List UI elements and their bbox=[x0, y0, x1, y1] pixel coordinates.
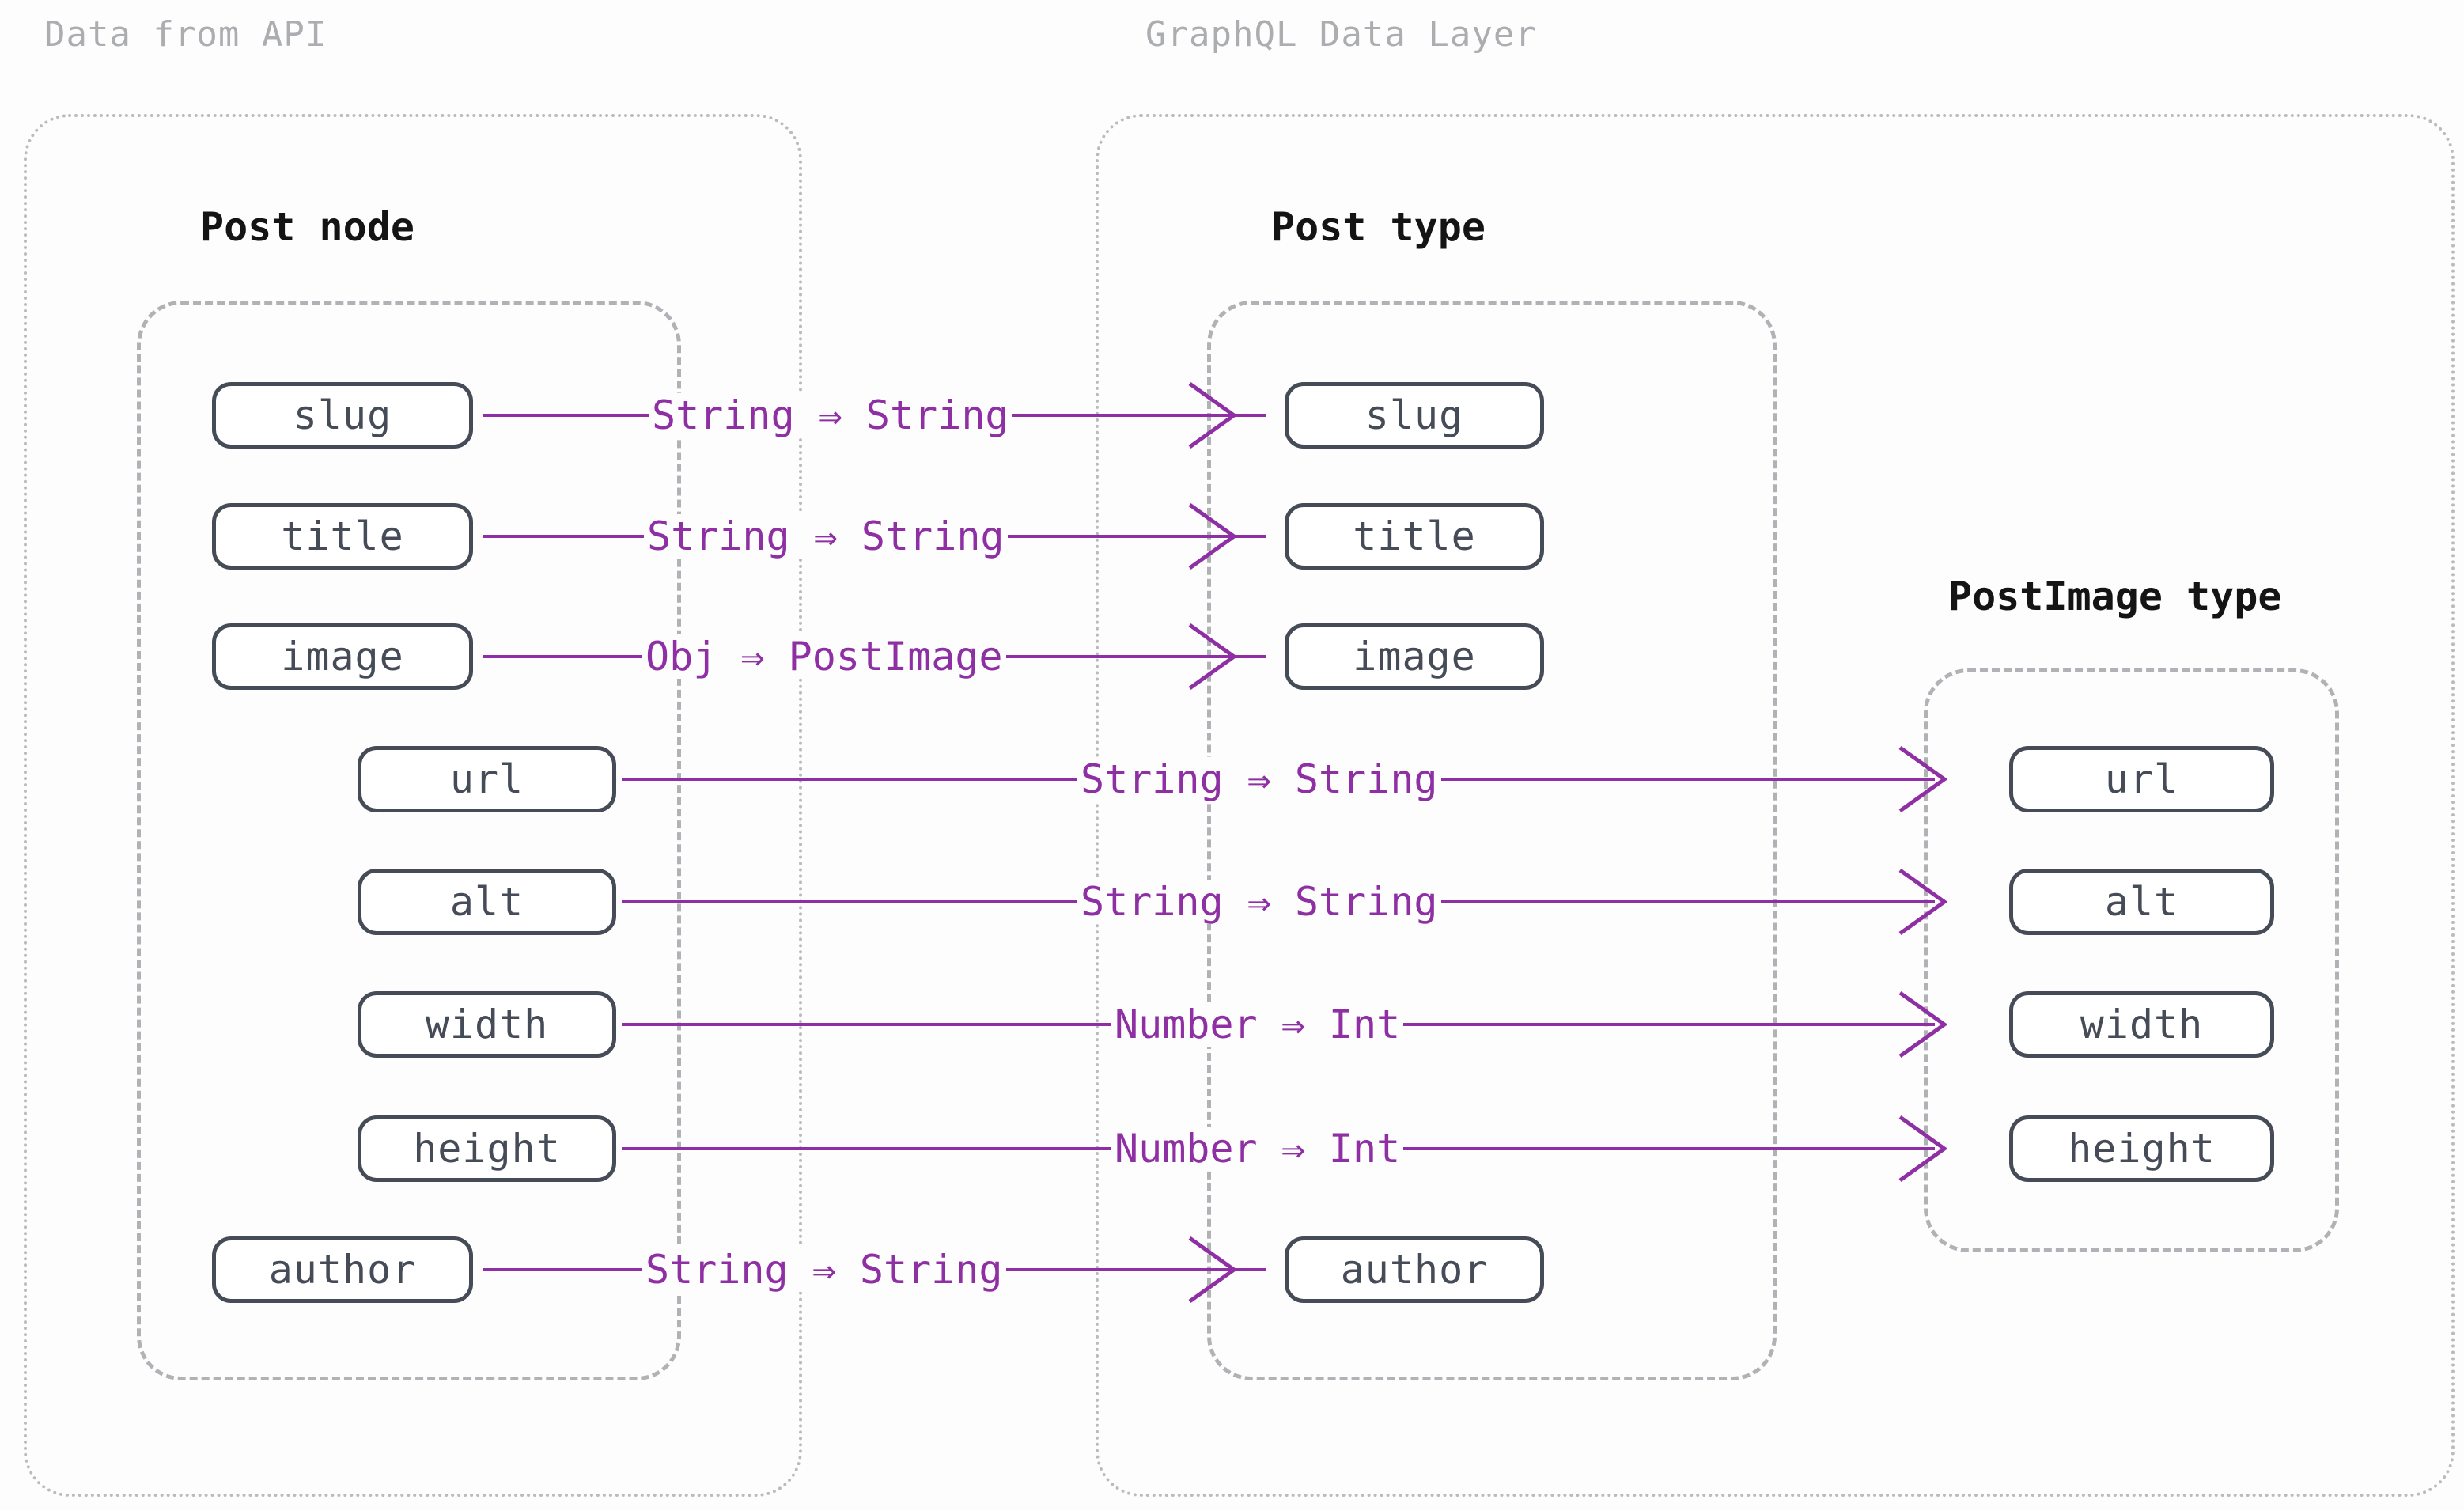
section-title-post-node: Post node bbox=[200, 204, 414, 250]
postimage-type-field-height-label: height bbox=[2068, 1126, 2216, 1172]
postimage-type-field-width[interactable]: width bbox=[2009, 991, 2274, 1058]
group-caption-data-from-api: Data from API bbox=[44, 14, 327, 55]
source-field-alt[interactable]: alt bbox=[358, 869, 616, 935]
edge-label-alt: String ⇒ String bbox=[1077, 880, 1441, 924]
postimage-type-field-width-label: width bbox=[2080, 1002, 2204, 1047]
inner-container-postimage-type bbox=[1924, 668, 2339, 1252]
post-type-field-title-label: title bbox=[1353, 513, 1476, 559]
outer-container-api bbox=[24, 114, 802, 1497]
inner-container-post-type bbox=[1207, 301, 1777, 1380]
source-field-title[interactable]: title bbox=[212, 503, 473, 570]
section-title-postimage-type: PostImage type bbox=[1948, 574, 2282, 619]
postimage-type-field-height[interactable]: height bbox=[2009, 1115, 2274, 1182]
source-field-slug-label: slug bbox=[293, 392, 392, 438]
postimage-type-field-alt[interactable]: alt bbox=[2009, 869, 2274, 935]
source-field-width-label: width bbox=[425, 1002, 549, 1047]
post-type-field-title[interactable]: title bbox=[1285, 503, 1544, 570]
inner-container-post-node bbox=[137, 301, 681, 1380]
source-field-alt-label: alt bbox=[449, 879, 524, 925]
postimage-type-field-alt-label: alt bbox=[2104, 879, 2179, 925]
source-field-title-label: title bbox=[281, 513, 404, 559]
postimage-type-field-url-label: url bbox=[2104, 756, 2179, 802]
source-field-author[interactable]: author bbox=[212, 1236, 473, 1303]
edge-label-title: String ⇒ String bbox=[644, 514, 1008, 559]
source-field-image-label: image bbox=[281, 634, 404, 680]
post-type-field-slug[interactable]: slug bbox=[1285, 382, 1544, 449]
edge-label-author: String ⇒ String bbox=[642, 1248, 1006, 1292]
edge-label-slug: String ⇒ String bbox=[649, 393, 1012, 437]
edge-label-width: Number ⇒ Int bbox=[1111, 1002, 1404, 1047]
postimage-type-field-url[interactable]: url bbox=[2009, 746, 2274, 812]
source-field-url-label: url bbox=[449, 756, 524, 802]
post-type-field-author-label: author bbox=[1340, 1247, 1489, 1293]
section-title-post-type: Post type bbox=[1271, 204, 1486, 250]
source-field-image[interactable]: image bbox=[212, 623, 473, 690]
source-field-author-label: author bbox=[268, 1247, 417, 1293]
edge-label-image: Obj ⇒ PostImage bbox=[642, 634, 1006, 679]
source-field-height-label: height bbox=[413, 1126, 561, 1172]
outer-container-graphql bbox=[1096, 114, 2455, 1497]
group-caption-graphql-data-layer: GraphQL Data Layer bbox=[1145, 14, 1537, 55]
source-field-height[interactable]: height bbox=[358, 1115, 616, 1182]
edge-label-height: Number ⇒ Int bbox=[1111, 1127, 1404, 1171]
source-field-url[interactable]: url bbox=[358, 746, 616, 812]
post-type-field-slug-label: slug bbox=[1364, 392, 1464, 438]
source-field-width[interactable]: width bbox=[358, 991, 616, 1058]
source-field-slug[interactable]: slug bbox=[212, 382, 473, 449]
edge-label-url: String ⇒ String bbox=[1077, 757, 1441, 801]
post-type-field-image[interactable]: image bbox=[1285, 623, 1544, 690]
post-type-field-author[interactable]: author bbox=[1285, 1236, 1544, 1303]
post-type-field-image-label: image bbox=[1353, 634, 1476, 680]
